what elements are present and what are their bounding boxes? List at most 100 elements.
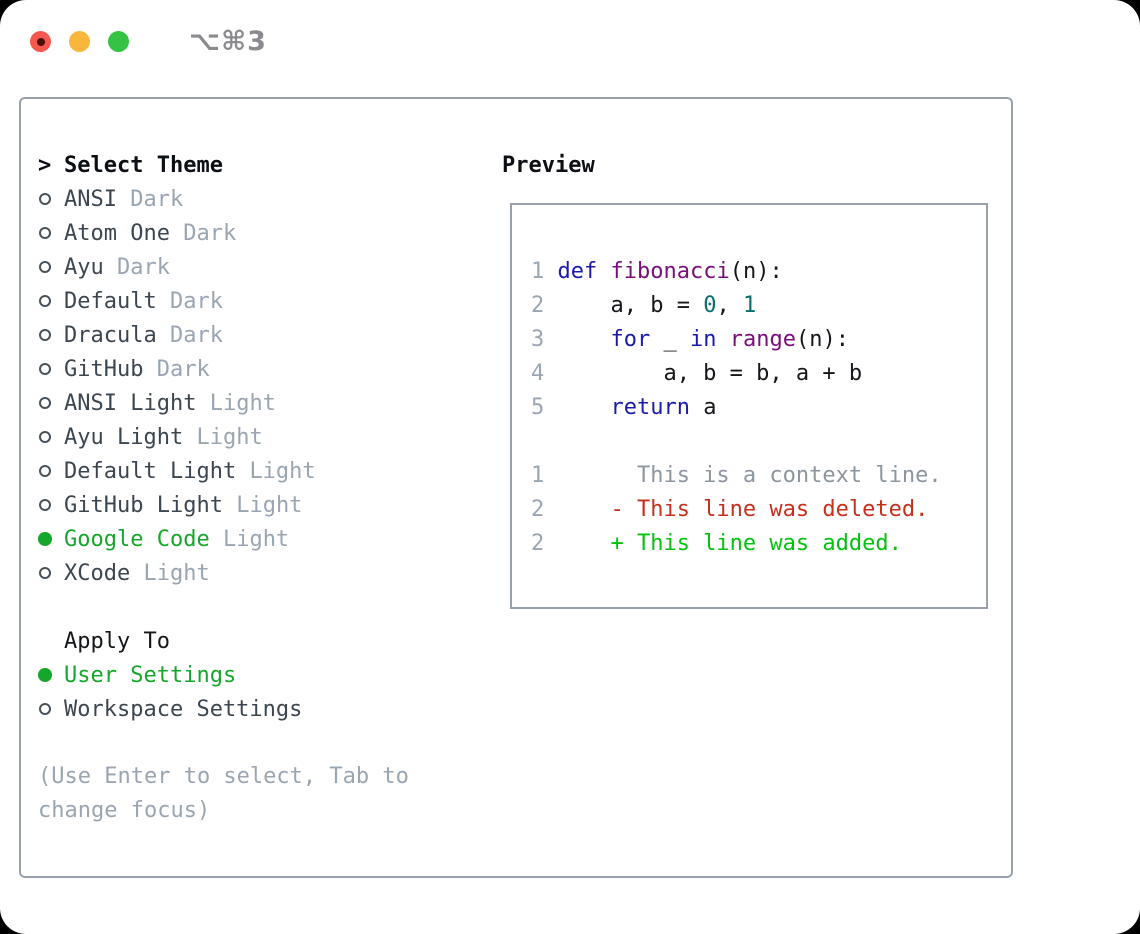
theme-name: ANSI Light (64, 390, 197, 416)
theme-picker-panel: > Select Theme ANSI Dark Atom One Dark A… (19, 97, 1013, 878)
line-number: 4 (531, 360, 545, 386)
radio-icon (38, 295, 64, 307)
theme-option[interactable]: Ayu Light Light (38, 420, 468, 454)
radio-icon (38, 499, 64, 511)
radio-icon (38, 193, 64, 205)
code-token: _ (650, 326, 690, 352)
apply-to-label: Apply To (64, 628, 170, 654)
line-number: 1 (531, 462, 545, 488)
theme-variant (236, 459, 249, 484)
minimize-button[interactable] (69, 31, 90, 52)
theme-variant: Light (249, 458, 316, 484)
code-token: This is a context line. (557, 462, 942, 488)
theme-variant (210, 527, 223, 552)
code-token: in (689, 326, 717, 352)
theme-variant (223, 493, 236, 518)
window-shortcut-label: ⌥⌘3 (189, 26, 267, 57)
theme-option[interactable]: GitHub Light Light (38, 488, 468, 522)
code-line: 5 return a (531, 390, 986, 424)
preview-header: Preview (502, 148, 595, 182)
theme-option[interactable]: Dracula Dark (38, 318, 468, 352)
radio-icon (38, 261, 64, 273)
apply-to-header: Apply To (38, 624, 468, 658)
code-token (557, 395, 610, 420)
radio-icon (38, 431, 64, 443)
code-token: return (610, 394, 690, 420)
code-token: for (610, 326, 651, 352)
theme-option[interactable]: ANSI Light Light (38, 386, 468, 420)
theme-name: XCode (64, 560, 131, 586)
code-token (557, 327, 610, 352)
theme-variant: Light (209, 390, 276, 416)
line-number: 2 (531, 292, 545, 318)
close-button[interactable] (30, 31, 51, 52)
theme-list-header: > Select Theme (38, 148, 468, 182)
radio-selected-icon (38, 668, 64, 682)
code-token: , (716, 292, 743, 318)
theme-variant (196, 391, 209, 416)
apply-option-label: User Settings (64, 662, 237, 688)
theme-option[interactable]: Ayu Dark (38, 250, 468, 284)
code-token: def (557, 258, 598, 284)
theme-variant: Dark (130, 186, 184, 212)
code-line: 3 for _ in range(n): (531, 322, 986, 356)
code-token: (n): (729, 258, 783, 284)
theme-option[interactable]: Default Dark (38, 284, 468, 318)
code-token: - This line was deleted. (610, 496, 929, 522)
theme-option[interactable]: ANSI Dark (38, 182, 468, 216)
code-line-blank (531, 424, 986, 458)
theme-variant: Dark (169, 322, 223, 348)
theme-name: Default (64, 288, 157, 314)
theme-variant: Light (222, 526, 290, 552)
theme-variant (117, 187, 130, 212)
line-number: 3 (531, 326, 545, 352)
code-line: 2 a, b = 0, 1 (531, 288, 986, 322)
theme-variant (130, 561, 143, 586)
radio-selected-icon (38, 532, 64, 546)
theme-list: > Select Theme ANSI Dark Atom One Dark A… (38, 148, 468, 828)
radio-icon (38, 703, 64, 715)
theme-name: Ayu Light (64, 424, 184, 450)
code-token: a, b = (557, 292, 704, 318)
code-token (557, 531, 610, 556)
diff-deleted-line: 2 - This line was deleted. (531, 492, 986, 526)
preview-box: 1 def fibonacci(n): 2 a, b = 0, 1 3 for _… (510, 203, 988, 609)
theme-option[interactable]: Default Light Light (38, 454, 468, 488)
spacer (38, 590, 468, 624)
apply-option-label: Workspace Settings (64, 696, 303, 722)
code-token (597, 259, 610, 284)
theme-name: Dracula (64, 322, 157, 348)
theme-option[interactable]: Atom One Dark (38, 216, 468, 250)
code-token: a, b = b, a + b (557, 360, 863, 386)
theme-variant (104, 255, 117, 280)
cursor-icon: > (38, 152, 52, 178)
theme-option[interactable]: GitHub Dark (38, 352, 468, 386)
code-line: 1 def fibonacci(n): (531, 254, 986, 288)
theme-name: Google Code (64, 526, 210, 552)
keyboard-hint: (Use Enter to select, Tab to change focu… (38, 764, 409, 823)
theme-variant (143, 357, 156, 382)
theme-variant: Light (196, 424, 263, 450)
code-token: a (689, 394, 717, 420)
code-token (716, 327, 729, 352)
code-token: 1 (742, 292, 757, 318)
theme-variant: Dark (183, 220, 237, 246)
zoom-button[interactable] (108, 31, 129, 52)
theme-variant (157, 289, 170, 314)
line-number: 5 (531, 394, 545, 420)
apply-option-user[interactable]: User Settings (38, 658, 468, 692)
theme-option[interactable]: XCode Light (38, 556, 468, 590)
line-number: 1 (531, 258, 545, 284)
diff-added-line: 2 + This line was added. (531, 526, 986, 560)
code-token: 0 (703, 292, 717, 318)
theme-option-selected[interactable]: Google Code Light (38, 522, 468, 556)
code-token: fibonacci (610, 258, 730, 284)
theme-name: GitHub (64, 356, 144, 382)
theme-name: GitHub Light (64, 492, 223, 518)
apply-option-workspace[interactable]: Workspace Settings (38, 692, 468, 726)
radio-icon (38, 397, 64, 409)
code-token (557, 497, 610, 522)
theme-variant (170, 221, 183, 246)
theme-variant: Light (143, 560, 210, 586)
